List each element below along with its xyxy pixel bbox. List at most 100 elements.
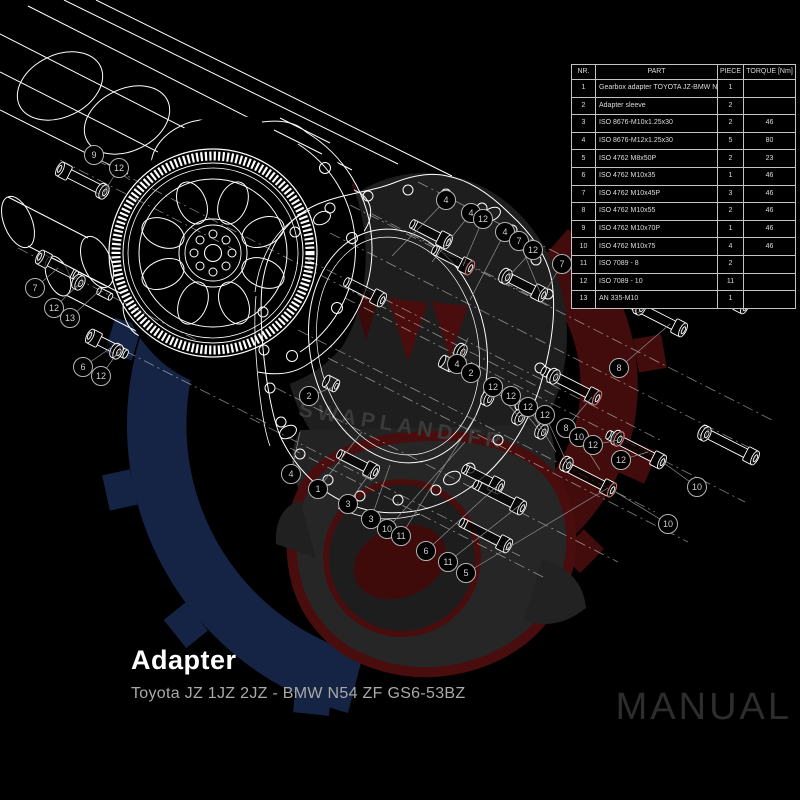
- table-cell: 2: [717, 254, 744, 274]
- svg-text:10: 10: [663, 519, 673, 529]
- svg-text:2: 2: [306, 391, 311, 401]
- table-cell: 3: [717, 184, 744, 204]
- svg-text:7: 7: [32, 283, 37, 293]
- callout-leader: [613, 490, 669, 525]
- table-cell: 1: [571, 79, 596, 98]
- callout-balloon: 12: [473, 209, 493, 229]
- table-header-cell: NR.: [571, 64, 596, 80]
- callout-balloon: 12: [44, 298, 64, 318]
- table-cell: 4: [717, 237, 744, 256]
- callout-balloon: 8: [609, 358, 629, 378]
- callout-leader: [431, 212, 472, 263]
- callout-balloon: 12: [483, 377, 503, 397]
- manual-label: MANUAL: [615, 686, 792, 728]
- svg-text:6: 6: [80, 362, 85, 372]
- table-cell: 7: [571, 184, 596, 204]
- svg-text:3: 3: [368, 514, 373, 524]
- callout-balloon: 12: [518, 397, 538, 417]
- table-cell: [743, 272, 796, 292]
- callout-balloon: 12: [91, 366, 111, 386]
- callout-balloon: 7: [552, 254, 572, 274]
- table-cell: 3: [571, 114, 596, 133]
- callout-balloon: 4: [436, 190, 456, 210]
- table-cell: 6: [571, 166, 596, 186]
- table-cell: 13: [571, 290, 596, 309]
- table-cell: AN 335-M10: [595, 290, 718, 309]
- table-cell: 23: [743, 149, 796, 168]
- table-cell: 46: [743, 202, 796, 221]
- table-cell: ISO 8676-M10x1.25x30: [595, 114, 718, 133]
- table-cell: 46: [743, 114, 796, 133]
- svg-text:11: 11: [396, 531, 405, 541]
- callout-leader: [447, 504, 521, 563]
- title-block: Adapter Toyota JZ 1JZ 2JZ - BMW N54 ZF G…: [131, 645, 465, 703]
- svg-text:4: 4: [454, 359, 459, 369]
- svg-text:12: 12: [488, 382, 498, 392]
- table-cell: Gearbox adapter TOYOTA JZ-BMW N54: [595, 79, 718, 98]
- svg-text:12: 12: [49, 303, 59, 313]
- callout-balloon: 11: [438, 552, 458, 572]
- table-cell: 4: [571, 131, 596, 151]
- callout-balloon: 12: [523, 240, 543, 260]
- svg-text:12: 12: [478, 214, 488, 224]
- flywheel: [108, 148, 318, 358]
- callout-leader: [400, 414, 477, 537]
- callout-balloon: 4: [281, 464, 301, 484]
- svg-text:12: 12: [540, 410, 550, 420]
- callout-balloon: 12: [501, 386, 521, 406]
- table-cell: 46: [743, 237, 796, 256]
- svg-text:1: 1: [315, 484, 320, 494]
- table-cell: ISO 4762 M10x75: [595, 237, 718, 256]
- table-cell: 2: [717, 202, 744, 221]
- svg-text:6: 6: [423, 546, 428, 556]
- table-header-cell: TORQUE [Nm]: [743, 64, 796, 80]
- table-cell: ISO 4762 M10x35: [595, 166, 718, 186]
- svg-text:12: 12: [588, 440, 598, 450]
- callout-balloon: 12: [109, 158, 129, 178]
- callout-leader: [618, 323, 671, 369]
- callout-balloon: 2: [299, 386, 319, 406]
- table-cell: ISO 4762 M10x70P: [595, 219, 718, 239]
- svg-text:13: 13: [65, 313, 75, 323]
- callout-balloon: 4: [447, 354, 467, 374]
- table-cell: ISO 4762 M10x45P: [595, 184, 718, 204]
- table-cell: 2: [571, 96, 596, 116]
- svg-text:4: 4: [288, 469, 293, 479]
- callout-leader: [469, 231, 506, 301]
- page-title: Adapter: [131, 645, 237, 675]
- page-subtitle: Toyota JZ 1JZ 2JZ - BMW N54 ZF GS6-53BZ: [131, 685, 466, 702]
- callout-balloon: 10: [658, 514, 678, 534]
- table-cell: 1: [717, 79, 744, 98]
- callout-leader: [317, 431, 363, 490]
- callout-balloon: 3: [361, 509, 381, 529]
- callout-balloon: 6: [73, 357, 93, 377]
- svg-text:9: 9: [91, 150, 96, 160]
- table-cell: 11: [717, 272, 744, 292]
- svg-text:8: 8: [616, 363, 621, 373]
- svg-text:10: 10: [692, 482, 702, 492]
- table-cell: [743, 79, 796, 98]
- svg-text:10: 10: [574, 432, 584, 442]
- table-cell: 2: [717, 114, 744, 133]
- table-cell: [743, 96, 796, 116]
- table-cell: 46: [743, 219, 796, 239]
- table-cell: 5: [571, 149, 596, 168]
- table-cell: 5: [717, 131, 744, 151]
- table-cell: 8: [571, 202, 596, 221]
- svg-text:12: 12: [523, 402, 533, 412]
- callout-leader: [425, 484, 499, 552]
